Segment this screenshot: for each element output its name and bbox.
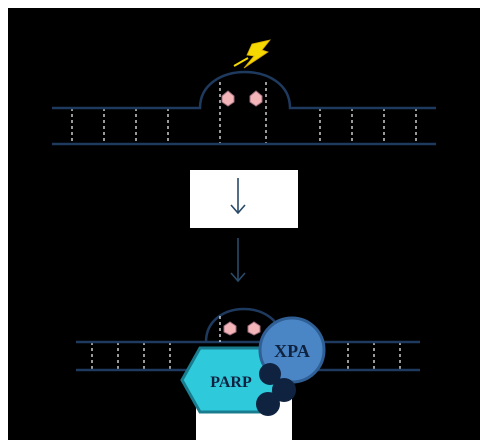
dark-node-1 (259, 363, 281, 385)
dna-top-strand (52, 70, 436, 110)
dark-node-2 (272, 378, 296, 402)
lesion-left (221, 90, 235, 107)
base-pairs-left (71, 108, 169, 144)
parp-label: PARP (210, 374, 252, 391)
down-arrow-icon (230, 178, 246, 215)
down-arrow-icon-lower (230, 238, 246, 283)
dark-node-cluster (256, 363, 296, 416)
bottom-base-pairs (91, 342, 401, 370)
lesion-right (249, 90, 263, 107)
lightning-spark (233, 57, 249, 67)
lightning-bolt-icon (243, 39, 272, 69)
damaged-dna (52, 39, 436, 146)
bubble-base-pairs (219, 82, 267, 144)
repair-complex: PARP XPA (76, 307, 420, 440)
base-pairs-right (319, 108, 417, 144)
bottom-lesion-right (247, 321, 261, 336)
bottom-lesion-left (223, 321, 237, 336)
dark-node-3 (256, 392, 280, 416)
step-box (190, 170, 298, 228)
xpa-label: XPA (274, 341, 310, 361)
